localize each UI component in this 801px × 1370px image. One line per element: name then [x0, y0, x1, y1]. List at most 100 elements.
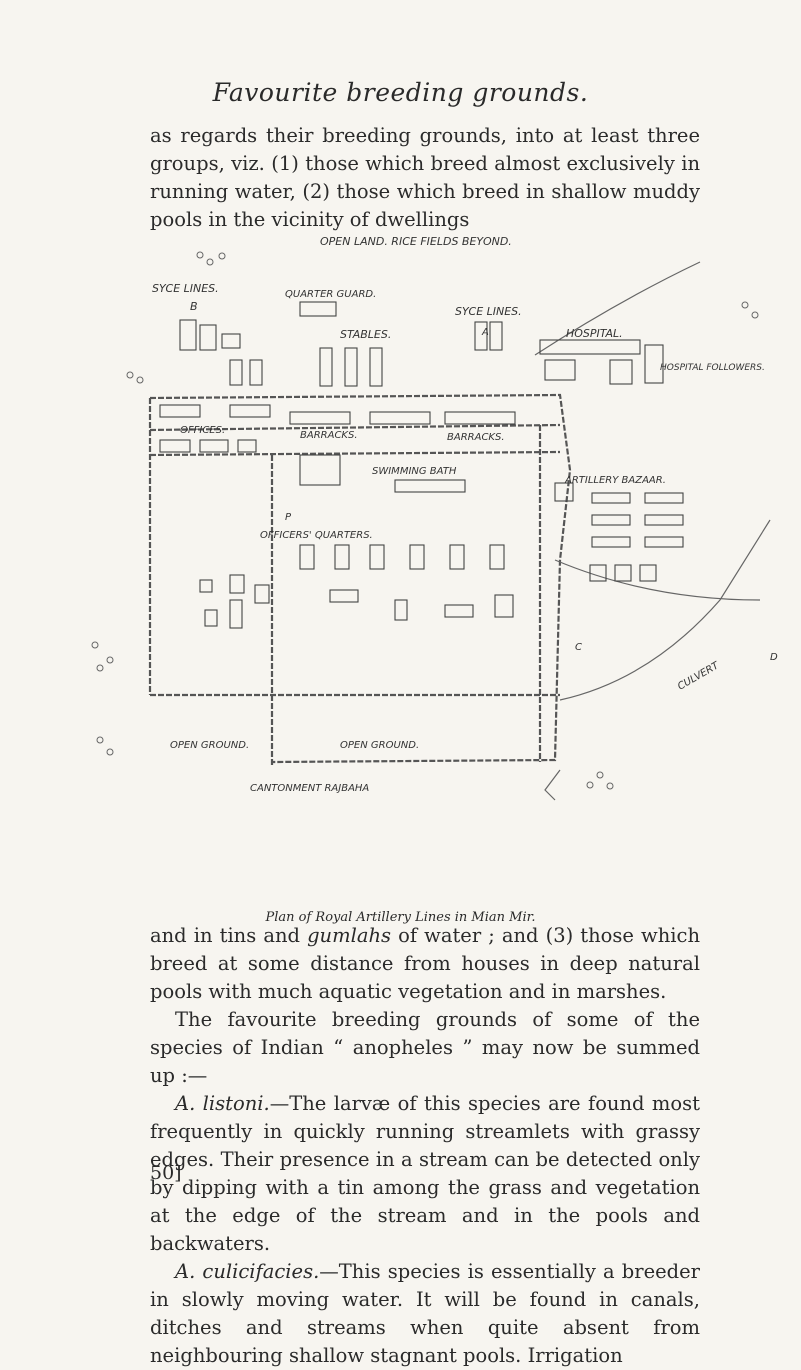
- bazaar-shop: [554, 482, 574, 502]
- label-offices: OFFICES.: [180, 425, 225, 436]
- barracks-block: [289, 411, 351, 425]
- building: [237, 439, 257, 453]
- barracks-block: [369, 411, 431, 425]
- tree: [196, 251, 204, 259]
- label-officers-quarters: OFFICERS' QUARTERS.: [260, 530, 373, 541]
- stables-block: [344, 347, 358, 387]
- bazaar-shop: [639, 564, 657, 582]
- tree: [741, 301, 749, 309]
- label-d: D: [770, 652, 778, 663]
- building: [609, 359, 633, 385]
- label-cantonment-road: CANTONMENT RAJBAHA: [250, 783, 369, 794]
- label-syce-lines-right: SYCE LINES.: [455, 305, 522, 318]
- office: [229, 404, 271, 418]
- barracks-block: [444, 411, 516, 425]
- quarter: [254, 584, 270, 604]
- building: [489, 321, 503, 351]
- bazaar-shop: [644, 536, 684, 548]
- quarter: [444, 604, 474, 618]
- text-block-top: as regards their breeding grounds, into …: [150, 122, 700, 234]
- stables-block: [369, 347, 383, 387]
- tree: [751, 311, 759, 319]
- paragraph: and in tins and gumlahs of water ; and (…: [150, 924, 701, 1003]
- label-open-ground-left: OPEN GROUND.: [170, 740, 249, 751]
- inner-wall: [149, 423, 561, 432]
- tree: [106, 656, 114, 664]
- tree: [126, 371, 134, 379]
- building: [474, 321, 488, 351]
- road: [559, 519, 771, 701]
- label-c: C: [575, 642, 582, 653]
- label-a: A: [481, 327, 489, 338]
- paragraph: A. culicifacies.—This species is essenti…: [150, 1260, 700, 1367]
- tree: [218, 252, 226, 260]
- bazaar-shop: [644, 514, 684, 526]
- paragraph: A. listoni.—The larvæ of this species ar…: [150, 1092, 700, 1255]
- bazaar-shop: [591, 514, 631, 526]
- tree: [96, 664, 104, 672]
- office: [159, 404, 201, 418]
- page-number: 50]: [150, 1162, 182, 1184]
- tree: [91, 641, 99, 649]
- label-stables: STABLES.: [340, 328, 391, 341]
- paragraph: The favourite breeding grounds of some o…: [150, 1008, 700, 1087]
- tree: [136, 376, 144, 384]
- label-b: B: [190, 300, 198, 313]
- hospital-building: [539, 339, 641, 355]
- bazaar-shop: [614, 564, 632, 582]
- quarter: [229, 599, 243, 629]
- label-artillery-bazaar: ARTILLERY BAZAAR.: [564, 475, 666, 486]
- bazaar-shop: [589, 564, 607, 582]
- quarter: [494, 594, 514, 618]
- quarter: [329, 589, 359, 603]
- building: [221, 333, 241, 349]
- stables-block: [319, 347, 333, 387]
- paragraph: as regards their breeding grounds, into …: [150, 124, 700, 231]
- building: [199, 439, 229, 453]
- bazaar-shop: [644, 492, 684, 504]
- building: [229, 359, 243, 386]
- label-open-land: OPEN LAND. RICE FIELDS BEYOND.: [320, 235, 512, 248]
- swimming-bath: [299, 454, 341, 486]
- label-quarter-guard: QUARTER GUARD.: [285, 289, 376, 300]
- quarter: [229, 574, 245, 594]
- quarter: [449, 544, 465, 570]
- quarter: [204, 609, 218, 627]
- building: [179, 319, 197, 351]
- quarter: [489, 544, 505, 570]
- inner-wall: [149, 450, 561, 457]
- building: [394, 479, 466, 493]
- tree: [106, 748, 114, 756]
- building: [199, 324, 217, 351]
- quarter: [334, 544, 350, 570]
- book-page: Favourite breeding grounds. as regards t…: [91, 78, 778, 1367]
- quarter: [369, 544, 385, 570]
- road: [554, 559, 761, 601]
- bazaar-shop: [591, 536, 631, 548]
- label-culvert: CULVERT: [676, 660, 722, 693]
- figure-caption: Plan of Royal Artillery Lines in Mian Mi…: [265, 910, 536, 925]
- canal-bend: [544, 769, 561, 801]
- quarter: [299, 544, 315, 570]
- tree: [206, 258, 214, 266]
- running-head: Favourite breeding grounds.: [212, 78, 589, 107]
- label-barracks-left: BARRACKS.: [300, 430, 358, 441]
- road: [534, 261, 701, 356]
- quarter: [394, 599, 408, 621]
- label-p: P: [285, 512, 292, 523]
- bazaar-shop: [591, 492, 631, 504]
- tree: [586, 781, 594, 789]
- tree: [596, 771, 604, 779]
- building: [644, 344, 664, 384]
- text-block-bottom: and in tins and gumlahs of water ; and (…: [150, 922, 700, 1370]
- label-swimming-bath: SWIMMING BATH: [372, 466, 457, 477]
- building: [544, 359, 576, 381]
- label-syce-lines-left: SYCE LINES.: [152, 282, 219, 295]
- label-hospital-followers: HOSPITAL FOLLOWERS.: [660, 363, 765, 373]
- tree: [606, 782, 614, 790]
- compound-wall: [149, 393, 572, 764]
- tree: [96, 736, 104, 744]
- label-barracks-right: BARRACKS.: [447, 432, 505, 443]
- label-open-ground-right: OPEN GROUND.: [340, 740, 419, 751]
- plan-map: OPEN LAND. RICE FIELDS BEYOND. SYCE LINE…: [91, 235, 778, 801]
